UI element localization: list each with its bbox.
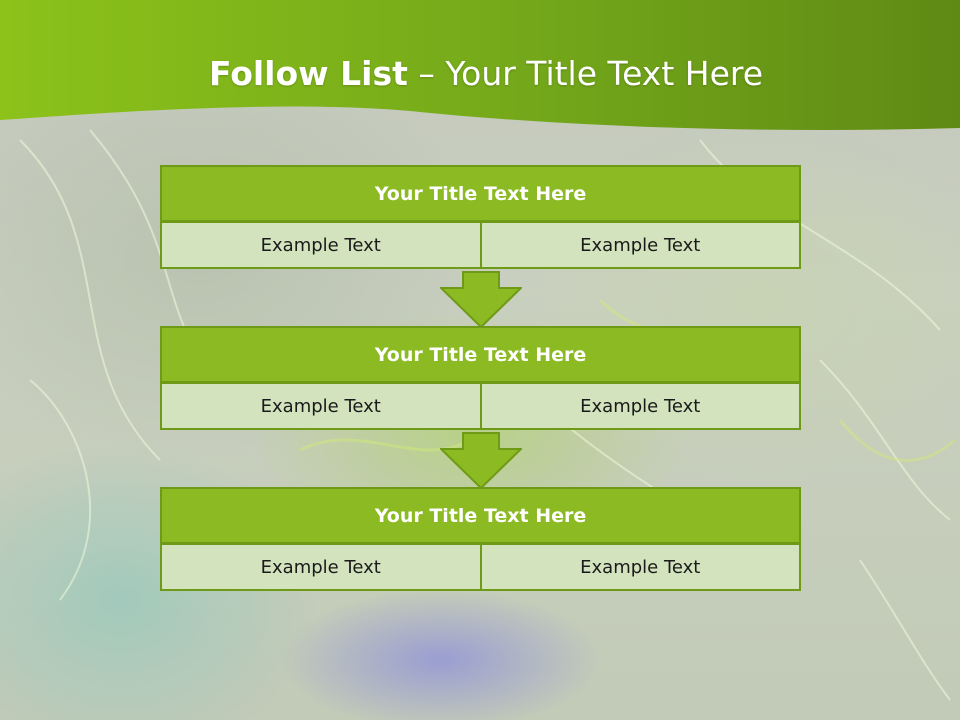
page-title-bold: Follow List (208, 54, 408, 93)
step-title: Your Title Text Here (160, 487, 801, 544)
step-cell: Example Text (479, 382, 801, 430)
step-row: Example Text Example Text (160, 221, 801, 269)
step-title: Your Title Text Here (160, 165, 801, 222)
step-block-2: Your Title Text Here Example Text Exampl… (160, 326, 801, 430)
step-cell: Example Text (479, 221, 801, 269)
step-cell: Example Text (160, 221, 482, 269)
step-row: Example Text Example Text (160, 382, 801, 430)
page-title-rest: – Your Title Text Here (407, 54, 764, 93)
step-cell: Example Text (160, 543, 482, 591)
step-row: Example Text Example Text (160, 543, 801, 591)
step-cell: Example Text (160, 382, 482, 430)
page-title: Follow List – Your Title Text Here (0, 54, 960, 93)
down-arrow-icon (440, 271, 522, 328)
step-block-3: Your Title Text Here Example Text Exampl… (160, 487, 801, 591)
step-title: Your Title Text Here (160, 326, 801, 383)
header-wave (0, 0, 960, 131)
down-arrow-icon (440, 432, 522, 489)
step-block-1: Your Title Text Here Example Text Exampl… (160, 165, 801, 269)
step-cell: Example Text (479, 543, 801, 591)
header-banner: Follow List – Your Title Text Here (0, 0, 960, 140)
